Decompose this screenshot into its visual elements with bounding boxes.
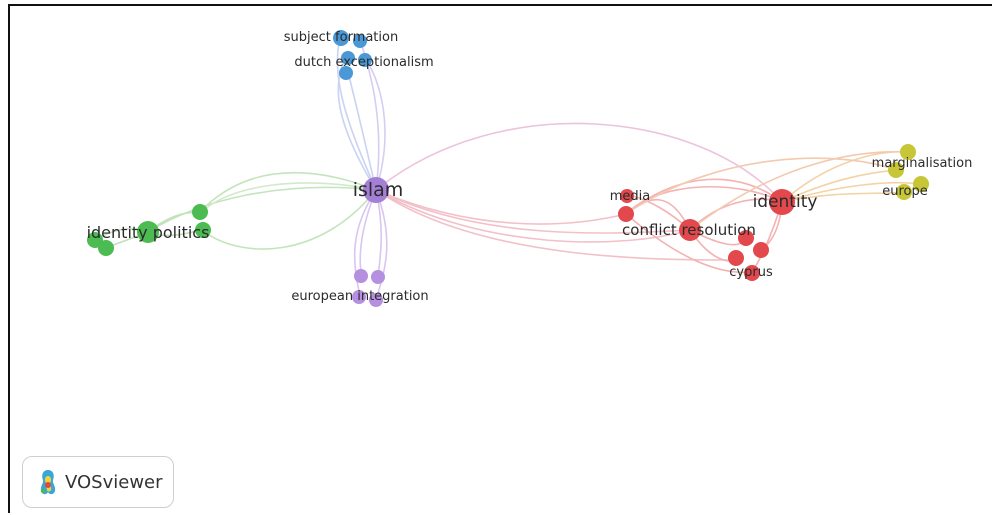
node-green[interactable] (87, 232, 103, 248)
node-blue[interactable] (353, 34, 367, 48)
edge (375, 189, 627, 225)
node-conflict-resolution[interactable] (679, 219, 701, 241)
node-purple[interactable] (352, 290, 366, 304)
edge (365, 59, 386, 191)
label-media: media (610, 189, 651, 204)
label-cyprus: cyprus (729, 265, 773, 280)
node-purple[interactable] (354, 269, 368, 283)
edge (375, 189, 691, 234)
label-european-integration: european integration (291, 289, 428, 304)
node-identity[interactable] (769, 189, 795, 215)
node-blue[interactable] (341, 51, 355, 65)
node-blue[interactable] (333, 30, 349, 46)
node-cyprus[interactable] (744, 265, 760, 281)
edge (625, 213, 753, 274)
edge (201, 182, 377, 213)
label-identity-politics: identity politics (87, 223, 210, 242)
edge (781, 181, 921, 203)
label-marginalisation: marginalisation (872, 156, 973, 171)
label-identity: identity (753, 192, 818, 212)
edge (625, 185, 783, 215)
label-islam: islam (353, 179, 404, 201)
label-europe: europe (882, 184, 928, 199)
node-red[interactable] (738, 230, 754, 246)
node-purple[interactable] (371, 270, 385, 284)
edge (375, 189, 691, 243)
edge (199, 171, 377, 213)
edge (336, 37, 377, 191)
node-yellow[interactable] (888, 162, 904, 178)
node-red[interactable] (753, 242, 769, 258)
vosviewer-logo-text: VOSviewer (65, 471, 163, 493)
label-conflict-resolution: conflict resolution (622, 221, 756, 239)
node-yellow[interactable] (913, 176, 929, 192)
edge (201, 189, 377, 250)
edge (375, 122, 783, 203)
node-purple[interactable] (369, 293, 383, 307)
node-media[interactable] (620, 189, 634, 203)
edge (781, 191, 905, 203)
edge (147, 186, 377, 233)
node-green[interactable] (98, 240, 114, 256)
network-canvas[interactable] (8, 4, 992, 513)
node-yellow[interactable] (896, 184, 912, 200)
node-red[interactable] (618, 206, 634, 222)
edge (689, 150, 909, 231)
node-green[interactable] (192, 204, 208, 220)
node-green[interactable] (195, 222, 211, 238)
vosviewer-logo-icon (40, 470, 56, 495)
edge (353, 189, 377, 297)
node-red[interactable] (728, 250, 744, 266)
node-islam[interactable] (363, 177, 389, 203)
node-identity-politics[interactable] (137, 221, 159, 243)
label-subject-formation: subject formation (284, 30, 398, 45)
node-yellow[interactable] (900, 144, 916, 160)
node-blue[interactable] (358, 53, 372, 67)
node-blue[interactable] (339, 66, 353, 80)
edge (359, 39, 380, 191)
edge (625, 157, 897, 215)
label-dutch-exceptionalism: dutch exceptionalism (294, 55, 433, 70)
edge (375, 189, 741, 261)
vosviewer-logo-badge: VOSviewer (22, 456, 174, 508)
edge (375, 189, 388, 301)
